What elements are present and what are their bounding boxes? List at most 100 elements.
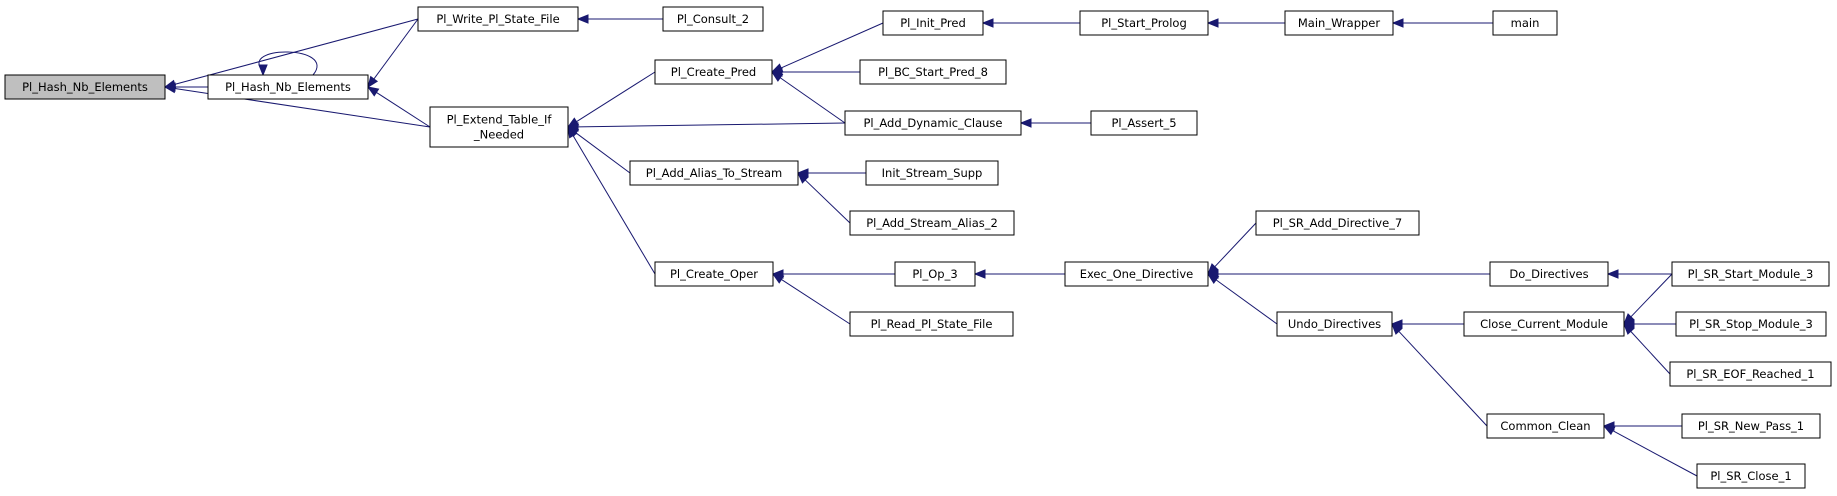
node-label: Pl_Hash_Nb_Elements bbox=[225, 80, 351, 94]
node-box bbox=[1486, 413, 1605, 439]
arrow-head-sr_start_module_3-to-do_directives bbox=[1606, 269, 1619, 279]
node-extend_table[interactable]: Pl_Extend_Table_If_Needed bbox=[429, 106, 569, 148]
node-label: Pl_Op_3 bbox=[912, 267, 957, 281]
edge-sr_eof_reached_1-to-close_current_module bbox=[1630, 331, 1671, 375]
node-create_pred[interactable]: Pl_Create_Pred bbox=[654, 59, 773, 85]
node-sr_new_pass_1[interactable]: Pl_SR_New_Pass_1 bbox=[1681, 413, 1821, 439]
edge-hash_nb-to-hash_nb bbox=[258, 51, 318, 76]
edge-add_dynamic_clause-to-create_pred bbox=[779, 77, 846, 124]
arrow-head-undo_directives-to-exec_one_directive bbox=[1206, 273, 1220, 284]
node-common_clean[interactable]: Common_Clean bbox=[1486, 413, 1605, 439]
edge-sr_close_1-to-common_clean bbox=[1612, 430, 1698, 477]
node-undo_directives[interactable]: Undo_Directives bbox=[1276, 311, 1393, 337]
node-do_directives[interactable]: Do_Directives bbox=[1489, 261, 1609, 287]
edge-sr_start_module_3-to-close_current_module bbox=[1630, 273, 1673, 318]
node-sr_close_1[interactable]: Pl_SR_Close_1 bbox=[1696, 463, 1806, 489]
node-label: Pl_Write_Pl_State_File bbox=[436, 12, 559, 26]
node-box bbox=[1064, 261, 1209, 287]
node-box bbox=[894, 261, 976, 287]
node-box bbox=[1489, 261, 1609, 287]
edge-write_state-to-hash_focus bbox=[174, 18, 419, 85]
arrow-head-add_stream_alias_2-to-add_alias bbox=[797, 172, 809, 184]
node-box bbox=[654, 59, 773, 85]
node-hash_focus[interactable]: Pl_Hash_Nb_Elements bbox=[4, 74, 166, 100]
node-label: Pl_SR_Close_1 bbox=[1710, 469, 1791, 483]
node-box bbox=[1255, 210, 1420, 236]
node-bc_start_pred_8[interactable]: Pl_BC_Start_Pred_8 bbox=[859, 59, 1007, 85]
node-label: Pl_Add_Dynamic_Clause bbox=[864, 116, 1003, 130]
node-label: Pl_Read_Pl_State_File bbox=[871, 317, 993, 331]
node-add_dynamic_clause[interactable]: Pl_Add_Dynamic_Clause bbox=[844, 110, 1022, 136]
edge-undo_directives-to-exec_one_directive bbox=[1215, 279, 1278, 325]
node-init_pred[interactable]: Pl_Init_Pred bbox=[882, 10, 984, 36]
node-box bbox=[1675, 311, 1827, 337]
node-label: main bbox=[1511, 16, 1540, 30]
node-write_state[interactable]: Pl_Write_Pl_State_File bbox=[417, 6, 579, 32]
arrow-head-add_dynamic_clause-to-create_pred bbox=[770, 71, 784, 82]
node-box bbox=[1284, 10, 1394, 36]
edge-add_alias-to-extend_table bbox=[575, 132, 631, 174]
node-label: Pl_Add_Alias_To_Stream bbox=[646, 166, 782, 180]
node-box bbox=[1669, 361, 1832, 387]
node-box bbox=[849, 210, 1015, 236]
node-box bbox=[1276, 311, 1393, 337]
node-init_stream_supp[interactable]: Init_Stream_Supp bbox=[865, 160, 999, 186]
node-label: Pl_Create_Oper bbox=[670, 267, 758, 281]
node-label: Pl_Consult_2 bbox=[677, 12, 749, 26]
node-sr_add_directive_7[interactable]: Pl_SR_Add_Directive_7 bbox=[1255, 210, 1420, 236]
node-label: _Needed bbox=[473, 128, 524, 142]
node-op_3[interactable]: Pl_Op_3 bbox=[894, 261, 976, 287]
edges-layer bbox=[163, 14, 1698, 477]
node-label: Close_Current_Module bbox=[1480, 317, 1608, 331]
node-box bbox=[1079, 10, 1209, 36]
node-create_oper[interactable]: Pl_Create_Oper bbox=[654, 261, 774, 287]
node-read_state[interactable]: Pl_Read_Pl_State_File bbox=[849, 311, 1014, 337]
node-label: Pl_Init_Pred bbox=[900, 16, 966, 30]
arrow-head-main-to-main_wrapper bbox=[1391, 18, 1404, 28]
edge-create_oper-to-extend_table bbox=[572, 135, 656, 275]
edge-init_pred-to-create_pred bbox=[780, 22, 884, 69]
arrow-head-main_wrapper-to-start_prolog bbox=[1206, 18, 1219, 28]
node-consult_2[interactable]: Pl_Consult_2 bbox=[662, 6, 764, 32]
node-box bbox=[1681, 413, 1821, 439]
node-assert_5[interactable]: Pl_Assert_5 bbox=[1090, 110, 1198, 136]
node-start_prolog[interactable]: Pl_Start_Prolog bbox=[1079, 10, 1209, 36]
node-label: Undo_Directives bbox=[1288, 317, 1381, 331]
arrow-head-consult_2-to-write_state bbox=[576, 14, 589, 24]
node-box bbox=[654, 261, 774, 287]
edge-sr_add_directive_7-to-exec_one_directive bbox=[1214, 222, 1257, 268]
node-main[interactable]: main bbox=[1492, 10, 1558, 36]
node-box bbox=[429, 106, 569, 148]
node-hash_nb[interactable]: Pl_Hash_Nb_Elements bbox=[207, 74, 369, 100]
node-label: Init_Stream_Supp bbox=[882, 166, 983, 180]
arrow-head-hash_nb-to-hash_nb bbox=[258, 64, 268, 77]
node-close_current_module[interactable]: Close_Current_Module bbox=[1463, 311, 1625, 337]
node-label: Pl_Create_Pred bbox=[671, 65, 756, 79]
node-label: Pl_SR_New_Pass_1 bbox=[1698, 419, 1804, 433]
node-main_wrapper[interactable]: Main_Wrapper bbox=[1284, 10, 1394, 36]
arrow-head-write_state-to-hash_nb bbox=[367, 75, 379, 89]
node-box bbox=[207, 74, 369, 100]
node-label: Pl_Hash_Nb_Elements bbox=[22, 80, 148, 94]
arrow-head-extend_table-to-hash_focus bbox=[163, 83, 177, 94]
arrow-head-sr_eof_reached_1-to-close_current_module bbox=[1623, 323, 1635, 335]
node-box bbox=[844, 110, 1022, 136]
node-box bbox=[1090, 110, 1198, 136]
arrow-head-start_prolog-to-init_pred bbox=[981, 18, 994, 28]
node-label: Pl_Extend_Table_If bbox=[447, 113, 553, 127]
node-sr_stop_module_3[interactable]: Pl_SR_Stop_Module_3 bbox=[1675, 311, 1827, 337]
node-label: Pl_SR_Start_Module_3 bbox=[1688, 267, 1814, 281]
node-add_stream_alias_2[interactable]: Pl_Add_Stream_Alias_2 bbox=[849, 210, 1015, 236]
node-box bbox=[1671, 261, 1830, 287]
edge-write_state-to-hash_nb bbox=[373, 18, 419, 80]
node-exec_one_directive[interactable]: Exec_One_Directive bbox=[1064, 261, 1209, 287]
node-add_alias[interactable]: Pl_Add_Alias_To_Stream bbox=[629, 160, 799, 186]
node-sr_eof_reached_1[interactable]: Pl_SR_EOF_Reached_1 bbox=[1669, 361, 1832, 387]
arrow-head-common_clean-to-undo_directives bbox=[1391, 323, 1403, 335]
edge-create_pred-to-extend_table bbox=[576, 71, 656, 123]
node-label: Pl_BC_Start_Pred_8 bbox=[878, 65, 988, 79]
arrow-head-exec_one_directive-to-op_3 bbox=[973, 269, 986, 279]
node-sr_start_module_3[interactable]: Pl_SR_Start_Module_3 bbox=[1671, 261, 1830, 287]
arrow-head-create_oper-to-extend_table bbox=[567, 125, 578, 139]
